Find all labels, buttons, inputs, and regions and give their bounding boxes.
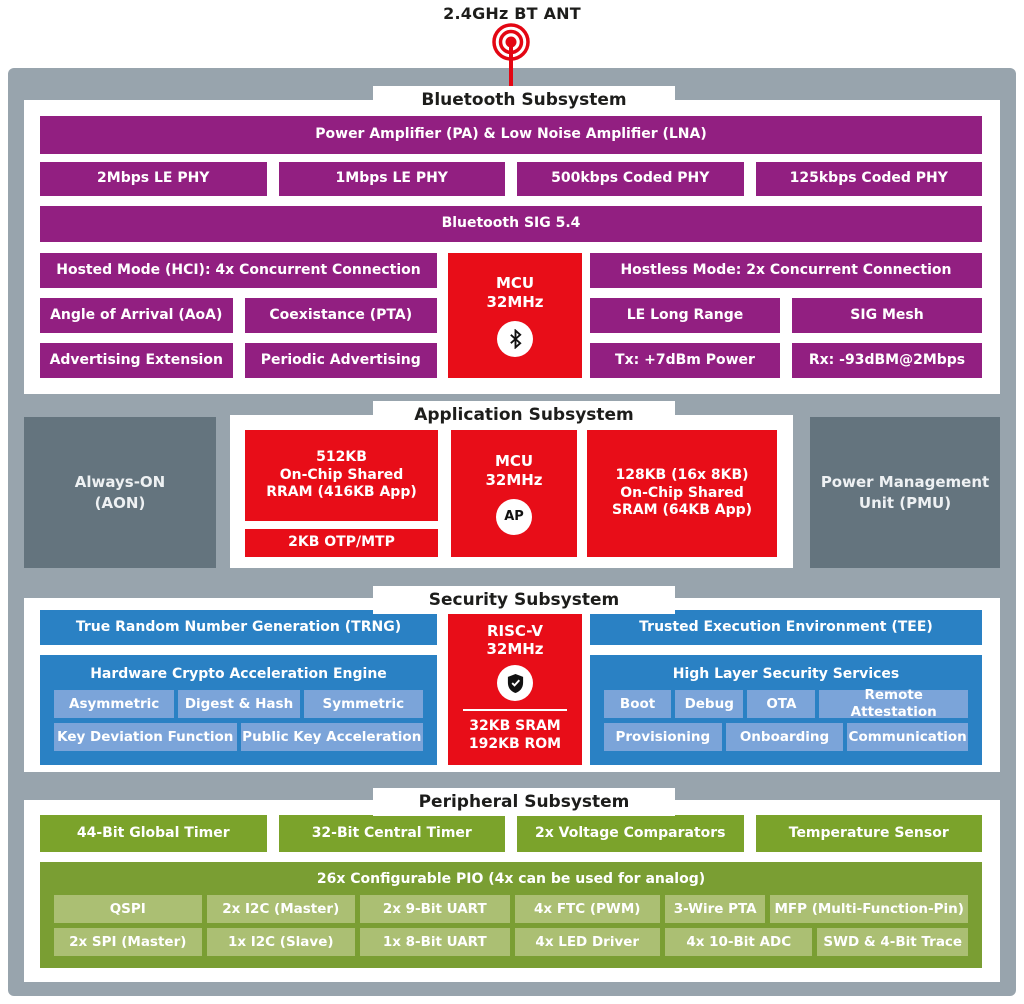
sram-block: 128KB (16x 8KB) On-Chip Shared SRAM (64K… xyxy=(587,430,777,557)
provisioning-block: Provisioning xyxy=(604,723,722,751)
qspi-block: QSPI xyxy=(54,895,202,923)
spi-master-block: 2x SPI (Master) xyxy=(54,928,202,956)
bluetooth-subsystem-title: Bluetooth Subsystem xyxy=(421,90,627,110)
trng-block: True Random Number Generation (TRNG) xyxy=(40,610,437,645)
security-subsystem-panel: True Random Number Generation (TRNG) Har… xyxy=(24,598,1000,772)
i2c-slave-block: 1x I2C (Slave) xyxy=(206,928,355,956)
uart-8bit-block: 1x 8-Bit UART xyxy=(360,928,510,956)
app-mcu-block: MCU 32MHz AP xyxy=(451,430,577,557)
tee-block: Trusted Execution Environment (TEE) xyxy=(590,610,982,645)
bt-mcu-block: MCU 32MHz xyxy=(448,253,582,378)
uart-9bit-block: 2x 9-Bit UART xyxy=(360,895,510,923)
configurable-pio-title: 26x Configurable PIO (4x can be used for… xyxy=(316,871,706,887)
app-mcu-label: MCU 32MHz xyxy=(485,451,543,489)
otp-mtp-block: 2KB OTP/MTP xyxy=(245,529,438,557)
peripheral-top-row: 44-Bit Global Timer 32-Bit Central Timer… xyxy=(40,815,982,852)
phy-125kbps-block: 125kbps Coded PHY xyxy=(755,162,982,196)
bluetooth-subsystem-panel: Power Amplifier (PA) & Low Noise Amplifi… xyxy=(24,100,1000,394)
boot-block: Boot xyxy=(604,690,672,718)
sig-mesh-block: SIG Mesh xyxy=(792,298,982,333)
i2c-master-block: 2x I2C (Master) xyxy=(206,895,355,923)
phy-1mbps-block: 1Mbps LE PHY xyxy=(278,162,505,196)
peripheral-subsystem-panel: 44-Bit Global Timer 32-Bit Central Timer… xyxy=(24,800,1000,982)
adc-block: 4x 10-Bit ADC xyxy=(664,928,813,956)
application-subsystem-title: Application Subsystem xyxy=(414,405,634,425)
phy-2mbps-block: 2Mbps LE PHY xyxy=(40,162,267,196)
phy-500kbps-block: 500kbps Coded PHY xyxy=(517,162,744,196)
tx-power-block: Tx: +7dBm Power xyxy=(590,343,780,378)
bluetooth-left-column: Hosted Mode (HCI): 4x Concurrent Connect… xyxy=(40,253,437,378)
public-key-accel-block: Public Key Acceleration xyxy=(240,723,423,751)
ap-badge: AP xyxy=(496,499,532,536)
hostless-mode-block: Hostless Mode: 2x Concurrent Connection xyxy=(590,253,982,288)
rram-block: 512KB On-Chip Shared RRAM (416KB App) xyxy=(245,430,438,521)
bluetooth-icon xyxy=(497,321,533,358)
led-driver-block: 4x LED Driver xyxy=(514,928,660,956)
riscv-label: RISC-V 32MHz xyxy=(486,621,544,659)
always-on-block: Always-ON (AON) xyxy=(24,417,216,568)
crypto-engine-title: Hardware Crypto Acceleration Engine xyxy=(90,666,387,682)
advertising-extension-block: Advertising Extension xyxy=(40,343,233,378)
temperature-sensor-block: Temperature Sensor xyxy=(755,815,982,852)
voltage-comparators-block: 2x Voltage Comparators xyxy=(517,815,744,852)
antenna-icon xyxy=(492,23,530,61)
riscv-memory-label: 32KB SRAM 192KB ROM xyxy=(468,718,562,753)
global-timer-block: 44-Bit Global Timer xyxy=(40,815,267,852)
asymmetric-block: Asymmetric xyxy=(54,690,175,718)
key-deviation-block: Key Deviation Function xyxy=(54,723,237,751)
security-subsystem-header: Security Subsystem xyxy=(373,586,675,614)
aoa-block: Angle of Arrival (AoA) xyxy=(40,298,233,333)
pmu-block: Power Management Unit (PMU) xyxy=(810,417,1000,568)
coexistance-block: Coexistance (PTA) xyxy=(244,298,437,333)
pa-lna-block: Power Amplifier (PA) & Low Noise Amplifi… xyxy=(40,116,982,154)
communication-block: Communication xyxy=(847,723,968,751)
rx-sensitivity-block: Rx: -93dBM@2Mbps xyxy=(792,343,982,378)
bluetooth-sig-block: Bluetooth SIG 5.4 xyxy=(40,206,982,242)
security-shield-icon xyxy=(497,665,533,702)
digest-hash-block: Digest & Hash xyxy=(178,690,300,718)
bt-mcu-label: MCU 32MHz xyxy=(486,273,544,311)
bluetooth-subsystem-header: Bluetooth Subsystem xyxy=(373,86,675,114)
configurable-pio-panel: 26x Configurable PIO (4x can be used for… xyxy=(40,862,982,968)
hosted-mode-block: Hosted Mode (HCI): 4x Concurrent Connect… xyxy=(40,253,437,288)
crypto-engine-panel: Hardware Crypto Acceleration Engine Asym… xyxy=(40,655,437,765)
le-long-range-block: LE Long Range xyxy=(590,298,780,333)
periodic-advertising-block: Periodic Advertising xyxy=(244,343,437,378)
peripheral-subsystem-title: Peripheral Subsystem xyxy=(418,792,630,812)
high-layer-security-title: High Layer Security Services xyxy=(672,666,900,682)
remote-attestation-block: Remote Attestation xyxy=(819,687,968,720)
ftc-pwm-block: 4x FTC (PWM) xyxy=(514,895,660,923)
peripheral-subsystem-header: Peripheral Subsystem xyxy=(373,788,675,816)
application-subsystem-header: Application Subsystem xyxy=(373,401,675,429)
onboarding-block: Onboarding xyxy=(725,723,844,751)
high-layer-security-panel: High Layer Security Services Boot Debug … xyxy=(590,655,982,765)
swd-trace-block: SWD & 4-Bit Trace xyxy=(817,928,968,956)
antenna-stem xyxy=(509,42,513,90)
mfp-block: MFP (Multi-Function-Pin) xyxy=(770,895,968,923)
symmetric-block: Symmetric xyxy=(303,690,423,718)
phy-row: 2Mbps LE PHY 1Mbps LE PHY 500kbps Coded … xyxy=(40,162,982,196)
debug-block: Debug xyxy=(675,690,744,718)
security-subsystem-title: Security Subsystem xyxy=(428,590,620,610)
ota-block: OTA xyxy=(747,690,816,718)
three-wire-pta-block: 3-Wire PTA xyxy=(664,895,766,923)
riscv-block: RISC-V 32MHz 32KB SRAM 192KB ROM xyxy=(448,610,582,765)
bluetooth-mid-section: Hosted Mode (HCI): 4x Concurrent Connect… xyxy=(40,253,982,378)
antenna-label: 2.4GHz BT ANT xyxy=(443,4,581,23)
bluetooth-right-column: Hostless Mode: 2x Concurrent Connection … xyxy=(590,253,982,378)
central-timer-block: 32-Bit Central Timer xyxy=(278,815,505,852)
riscv-divider xyxy=(463,709,567,712)
application-subsystem-panel: 512KB On-Chip Shared RRAM (416KB App) 2K… xyxy=(230,415,793,568)
